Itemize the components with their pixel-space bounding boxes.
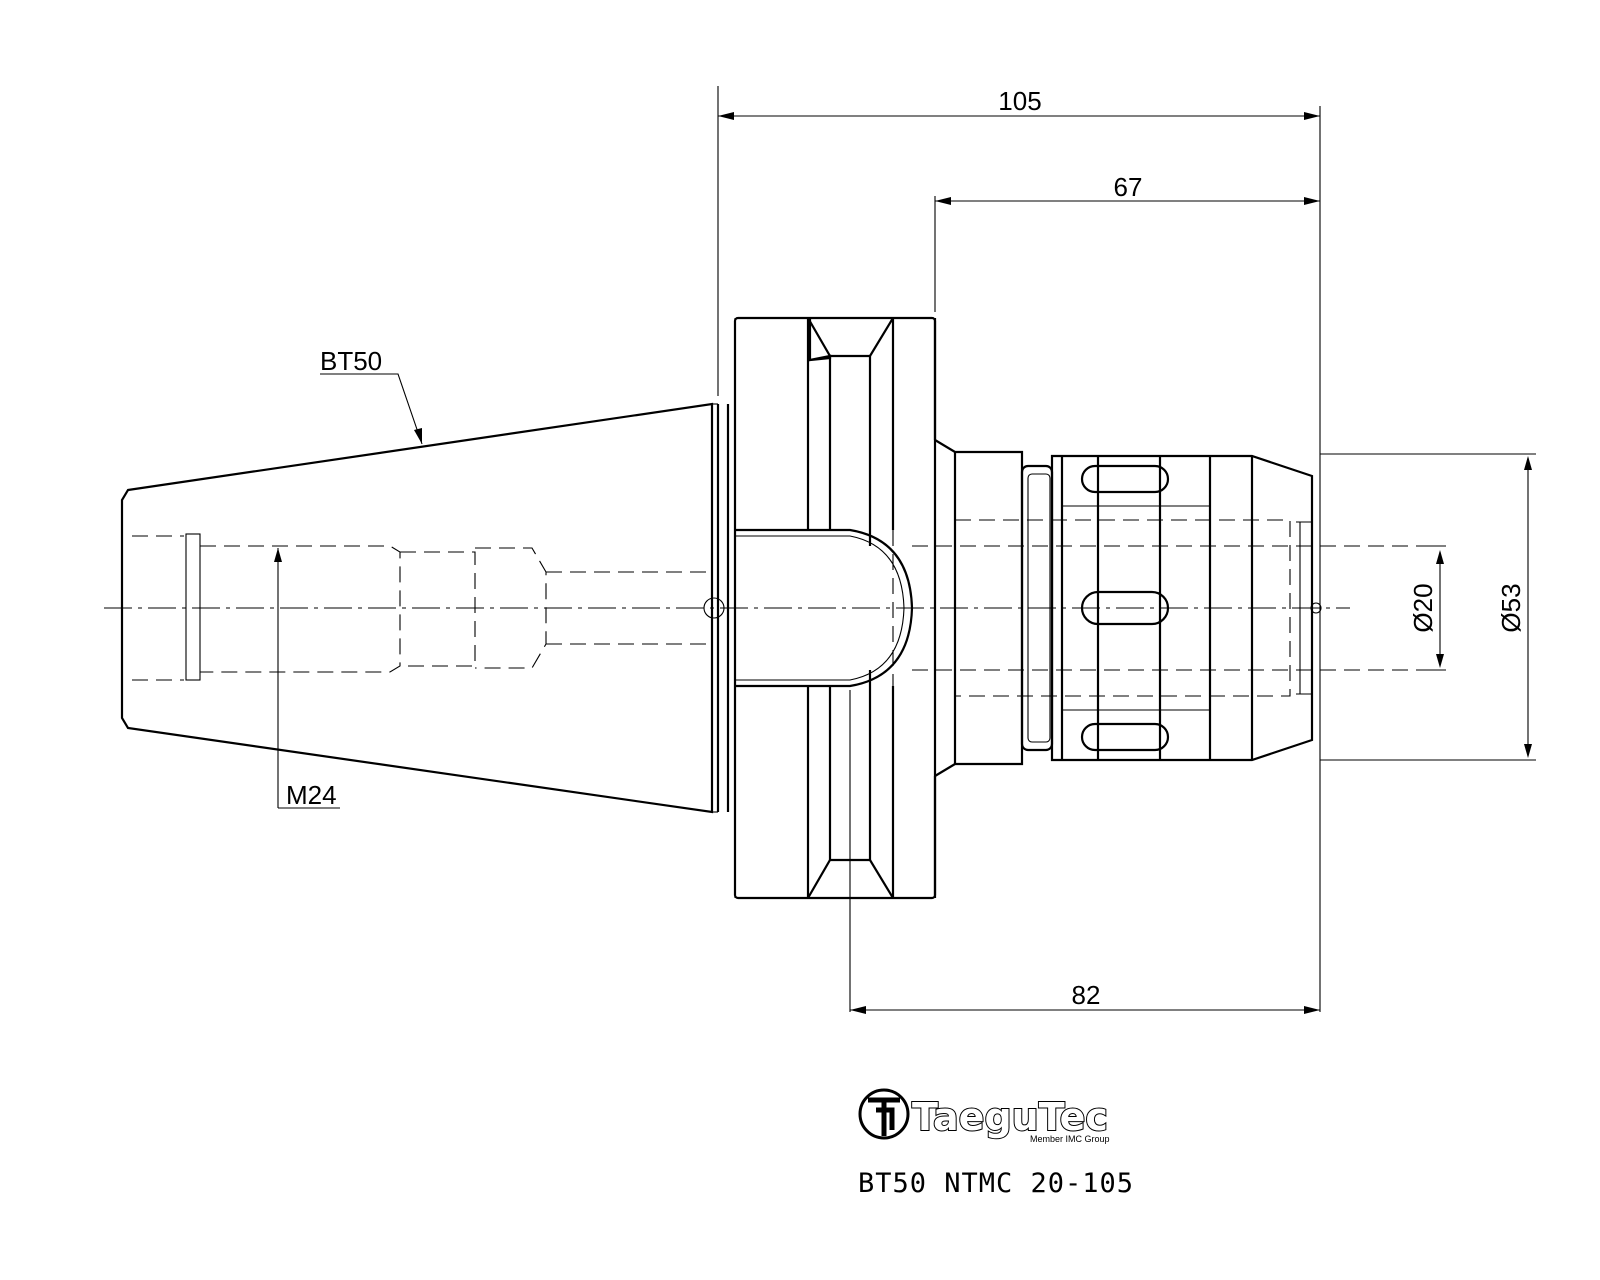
callout-taper: BT50 [320, 346, 382, 376]
dim-clamp-diameter: Ø20 [1408, 583, 1438, 632]
dimension-lines [278, 86, 1536, 1014]
dim-overall-length: 105 [998, 86, 1041, 116]
v-flange [733, 316, 937, 900]
brand-name: TaeguTec [912, 1095, 1108, 1139]
part-number: BT50 NTMC 20-105 [858, 1168, 1134, 1199]
brand-tagline: Member IMC Group [1030, 1134, 1110, 1144]
dim-flange-to-end: 67 [1114, 172, 1143, 202]
callout-thread: M24 [286, 780, 337, 810]
chuck-body [892, 439, 1424, 777]
dim-body-diameter: Ø53 [1496, 583, 1526, 632]
taegutec-logo: TaeguTec Member IMC Group [858, 1088, 1110, 1144]
dim-gauge-to-end: 82 [1072, 980, 1101, 1010]
taper-shank [120, 402, 730, 814]
